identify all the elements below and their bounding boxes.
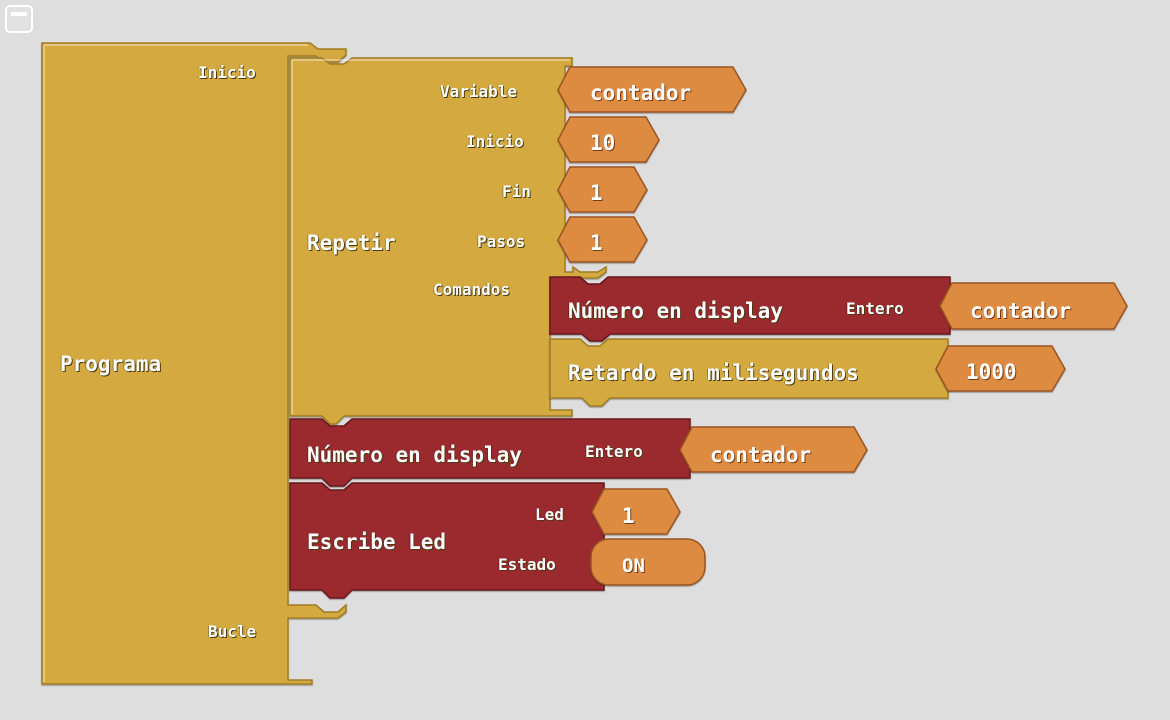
retardo-plug <box>935 345 1066 392</box>
pasos-plug <box>557 216 648 263</box>
variable-plug <box>557 66 747 113</box>
retardo-value[interactable]: 1000 <box>966 360 1017 384</box>
estado-label: Estado <box>498 555 556 574</box>
repetir-inicio-label: Inicio <box>466 132 524 151</box>
window-icon[interactable] <box>5 5 33 33</box>
programa-label[interactable]: Programa <box>60 352 162 376</box>
entero-inner-plug <box>939 282 1128 330</box>
retardo-label[interactable]: Retardo en milisegundos <box>568 361 859 385</box>
repetir-block <box>289 57 607 425</box>
led-plug <box>591 488 681 535</box>
entero-outer-plug <box>679 426 868 473</box>
programa-block <box>41 42 347 685</box>
fin-plug <box>557 166 648 213</box>
pasos-value[interactable]: 1 <box>590 231 603 255</box>
pasos-label: Pasos <box>477 232 526 251</box>
repetir-label[interactable]: Repetir <box>307 231 396 255</box>
escribe-led-block <box>289 482 605 599</box>
inicio-plug <box>557 116 660 163</box>
estado-plug <box>590 538 706 586</box>
estado-value[interactable]: ON <box>622 555 645 577</box>
fin-value[interactable]: 1 <box>590 181 603 205</box>
numero-display-inner-block <box>549 276 951 342</box>
retardo-block <box>549 338 949 407</box>
programa-inicio-label: Inicio <box>198 63 256 82</box>
entero-outer-value[interactable]: contador <box>710 443 812 467</box>
led-value[interactable]: 1 <box>622 504 635 528</box>
fin-label: Fin <box>502 182 531 201</box>
programa-bucle-label: Bucle <box>208 622 257 641</box>
variable-value[interactable]: contador <box>590 81 692 105</box>
led-label: Led <box>535 505 564 524</box>
escribe-led-label[interactable]: Escribe Led <box>307 530 447 554</box>
numero-display-outer-label[interactable]: Número en display <box>307 443 522 467</box>
entero-inner-value[interactable]: contador <box>970 299 1072 323</box>
numero-display-inner-label[interactable]: Número en display <box>568 299 783 323</box>
numero-display-outer-block <box>289 418 691 487</box>
variable-label: Variable <box>440 82 518 101</box>
comandos-label: Comandos <box>433 280 511 299</box>
inicio-value[interactable]: 10 <box>590 131 616 155</box>
entero-inner-label: Entero <box>846 299 904 318</box>
entero-outer-label: Entero <box>585 442 643 461</box>
